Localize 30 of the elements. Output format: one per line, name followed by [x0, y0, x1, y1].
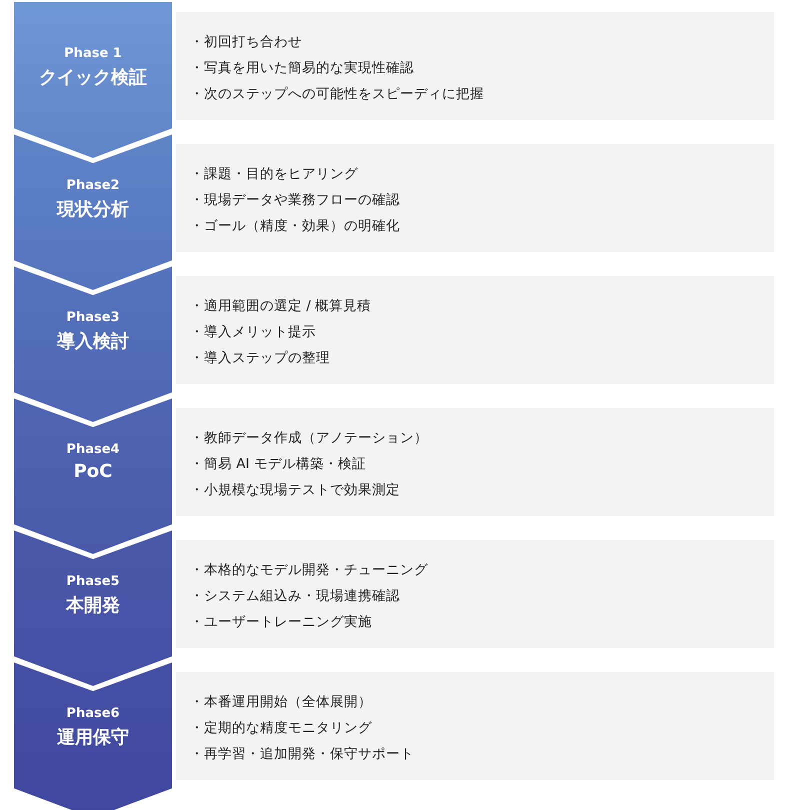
bullet-item: ・教師データ作成（アノテーション） [190, 429, 428, 448]
phase-title: 本開発 [66, 594, 120, 617]
phase-title: 現状分析 [57, 198, 129, 221]
bullet-item: ・簡易 AI モデル構築・検証 [190, 455, 366, 474]
bullet-item: ・本格的なモデル開発・チューニング [190, 561, 428, 580]
phase-number: Phase5 [66, 574, 120, 589]
bullet-item: ・システム組込み・現場連携確認 [190, 587, 400, 606]
bullet-item: ・初回打ち合わせ [190, 33, 302, 52]
phase-title: PoC [74, 461, 112, 482]
bullet-item: ・ゴール（精度・効果）の明確化 [190, 217, 400, 236]
bullet-item: ・適用範囲の選定 / 概算見積 [190, 297, 372, 316]
bullet-item: ・再学習・追加開発・保守サポート [190, 745, 414, 764]
phase-title: 導入検討 [57, 330, 129, 353]
bullet-item: ・現場データや業務フローの確認 [190, 191, 400, 210]
bullet-item: ・導入ステップの整理 [190, 349, 330, 368]
bullet-item: ・本番運用開始（全体展開） [190, 693, 372, 712]
phase-title: クイック検証 [39, 66, 147, 89]
bullet-item: ・ユーザートレーニング実施 [190, 613, 372, 632]
phase-number: Phase3 [66, 310, 120, 325]
phase-number: Phase2 [66, 178, 120, 193]
bullet-item: ・導入メリット提示 [190, 323, 316, 342]
bullet-item: ・課題・目的をヒアリング [190, 165, 358, 184]
phase-number: Phase6 [66, 706, 120, 721]
phase-number: Phase4 [66, 442, 120, 457]
bullet-item: ・小規模な現場テストで効果測定 [190, 481, 400, 500]
bullet-item: ・次のステップへの可能性をスピーディに把握 [190, 85, 484, 104]
bullet-item: ・定期的な精度モニタリング [190, 719, 372, 738]
phase-number: Phase 1 [64, 46, 122, 61]
bullet-item: ・写真を用いた簡易的な実現性確認 [190, 59, 414, 78]
phase-title: 運用保守 [57, 726, 129, 749]
